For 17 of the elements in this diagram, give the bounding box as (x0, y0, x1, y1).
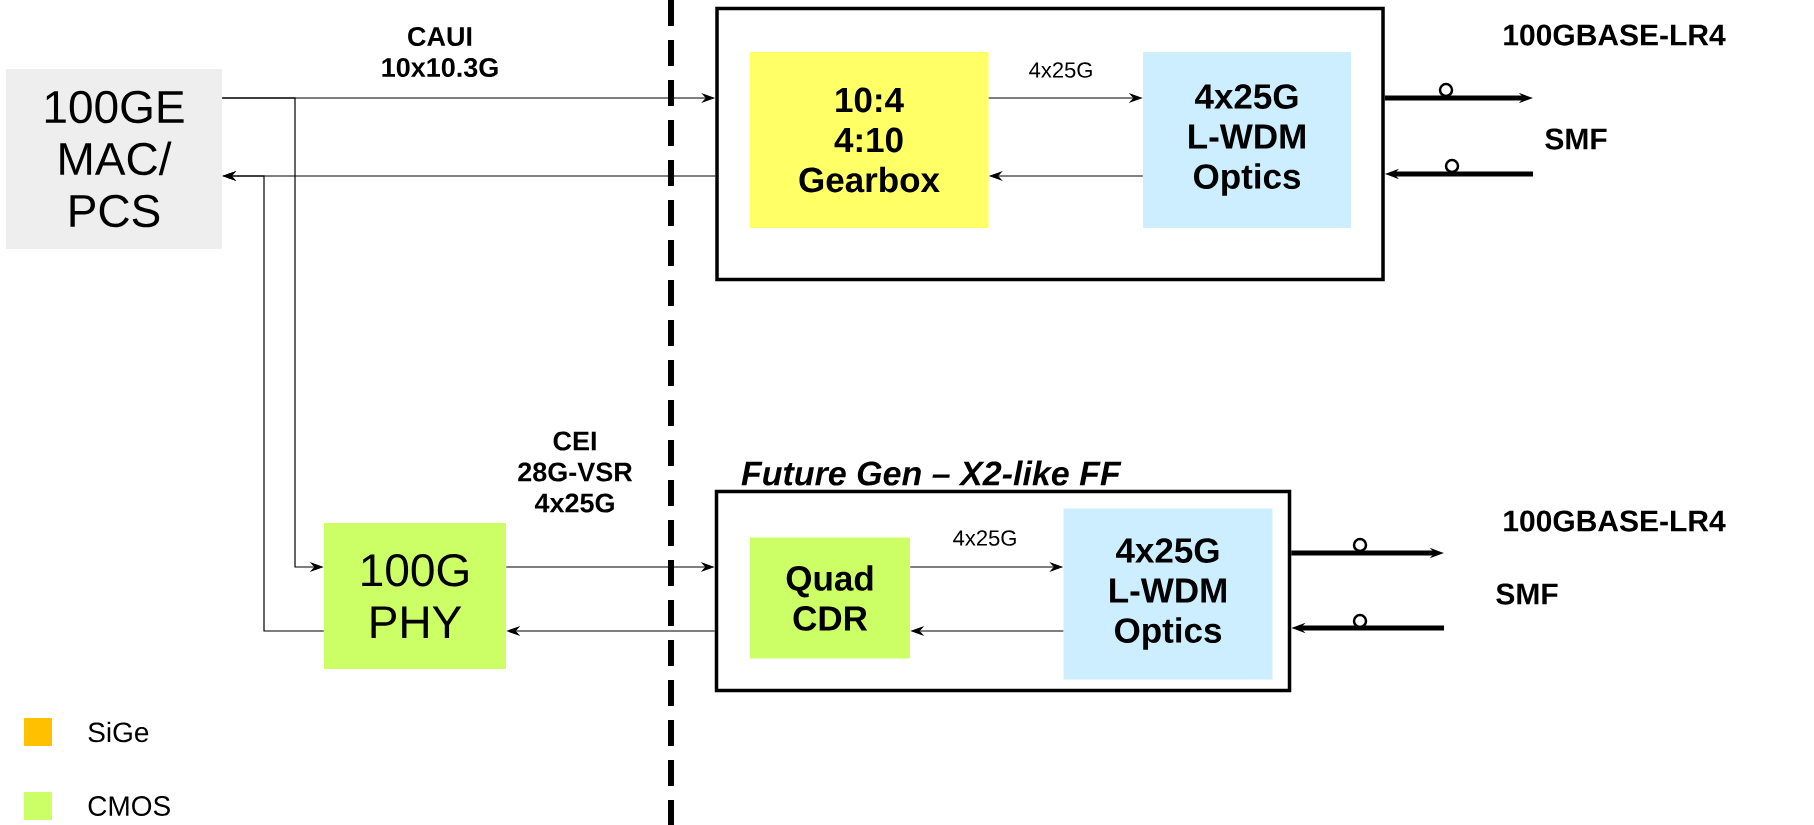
port-label: SMF (1545, 128, 1607, 150)
edge-label: 4x25G (953, 530, 1016, 546)
gearbox-box: 10:4 4:10 Gearbox (749, 52, 989, 228)
process-box: 100GE MAC/ PCS (6, 69, 222, 249)
optics-box: 4x25G L-WDM Optics (1063, 508, 1273, 680)
legend-label: CMOS (88, 796, 170, 816)
port-label: 100GBASE-LR4 (1504, 510, 1726, 532)
cdr-box: Quad CDR (750, 537, 910, 659)
phy-box: 100G PHY (324, 523, 506, 669)
optics-box: 4x25G L-WDM Optics (1143, 52, 1351, 228)
port-label: 100GBASE-LR4 (1504, 24, 1726, 46)
edge-label: 4x25G (1029, 62, 1092, 78)
port-label: SMF (1496, 583, 1558, 605)
edge-label: CAUI 10x10.3G (382, 26, 498, 78)
edge-label: CEI 28G-VSR 4x25G (518, 431, 633, 513)
legend-label: SiGe (88, 721, 149, 743)
node-label: Future Gen – X2-like FF (741, 460, 1122, 486)
